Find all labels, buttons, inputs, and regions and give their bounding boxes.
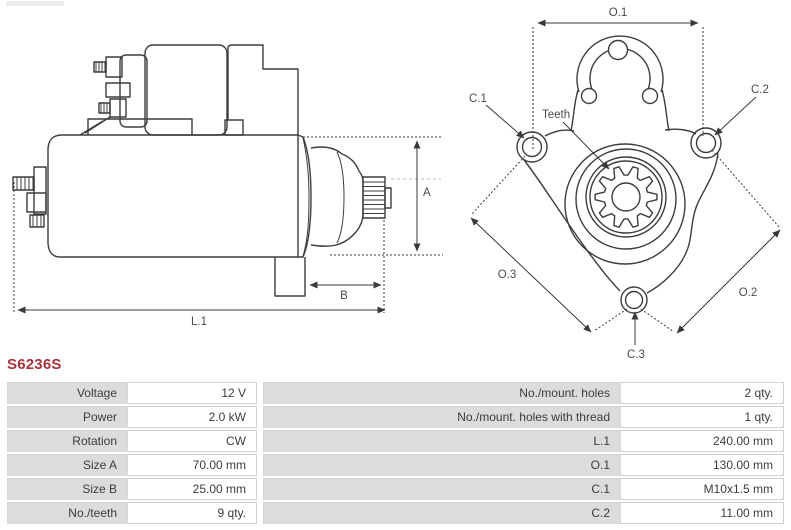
hole-label-c3: C.3 xyxy=(627,349,645,361)
dim-label-o1: O.1 xyxy=(609,7,628,19)
hatching xyxy=(16,62,385,227)
spec-value-cell: 2.0 kW xyxy=(128,406,257,428)
table-row: Size A 70.00 mm O.1 130.00 mm xyxy=(7,454,784,476)
dim-label-o2: O.2 xyxy=(739,287,758,299)
spec-label-cell: L.1 xyxy=(263,430,621,452)
part-number-link[interactable]: S6236S xyxy=(7,356,62,373)
spec-value-cell: CW xyxy=(128,430,257,452)
side-view-diagram: A B L.1 xyxy=(12,44,443,328)
spec-value-cell: 11.00 mm xyxy=(621,502,784,524)
scan-artifact xyxy=(6,1,64,6)
spec-label-cell: No./mount. holes with thread xyxy=(263,406,621,428)
dim-label-a: A xyxy=(423,187,431,199)
spec-label-cell: C.2 xyxy=(263,502,621,524)
spec-value-cell: 12 V xyxy=(128,382,257,404)
table-row: Rotation CW L.1 240.00 mm xyxy=(7,430,784,452)
spec-value-cell: 70.00 mm xyxy=(128,454,257,476)
spec-value-cell: M10x1.5 mm xyxy=(621,478,784,500)
spec-label-cell: Size A xyxy=(7,454,128,476)
spec-label-cell: No./teeth xyxy=(7,502,128,524)
starter-front-outline xyxy=(516,35,722,314)
spec-label-cell: Power xyxy=(7,406,128,428)
spec-label-cell: Voltage xyxy=(7,382,128,404)
spec-value-cell: 25.00 mm xyxy=(128,478,257,500)
spec-table: Voltage 12 V No./mount. holes 2 qty. Pow… xyxy=(7,382,784,526)
hole-label-c2: C.2 xyxy=(751,84,769,96)
dim-label-o3: O.3 xyxy=(498,269,517,281)
table-row: Voltage 12 V No./mount. holes 2 qty. xyxy=(7,382,784,404)
dim-label-l1: L.1 xyxy=(191,316,207,328)
starter-side-outline xyxy=(12,44,392,297)
spec-label-cell: C.1 xyxy=(263,478,621,500)
spec-value-cell: 130.00 mm xyxy=(621,454,784,476)
spec-label-cell: O.1 xyxy=(263,454,621,476)
spec-value-cell: 1 qty. xyxy=(621,406,784,428)
spec-value-cell: 2 qty. xyxy=(621,382,784,404)
spec-label-cell: Size B xyxy=(7,478,128,500)
table-row: Size B 25.00 mm C.1 M10x1.5 mm xyxy=(7,478,784,500)
spec-value-cell: 9 qty. xyxy=(128,502,257,524)
spec-value-cell: 240.00 mm xyxy=(621,430,784,452)
spec-label-cell: No./mount. holes xyxy=(263,382,621,404)
table-row: No./teeth 9 qty. C.2 11.00 mm xyxy=(7,502,784,524)
front-dimension-lines xyxy=(470,19,781,345)
side-dimension-lines xyxy=(13,136,443,314)
hole-label-c1: C.1 xyxy=(469,93,487,105)
front-view-diagram: O.1 C.1 Teeth C.2 O.3 O.2 C.3 xyxy=(469,7,781,361)
dim-label-b: B xyxy=(340,290,348,302)
table-row: Power 2.0 kW No./mount. holes with threa… xyxy=(7,406,784,428)
spec-label-cell: Rotation xyxy=(7,430,128,452)
teeth-label: Teeth xyxy=(542,109,570,121)
